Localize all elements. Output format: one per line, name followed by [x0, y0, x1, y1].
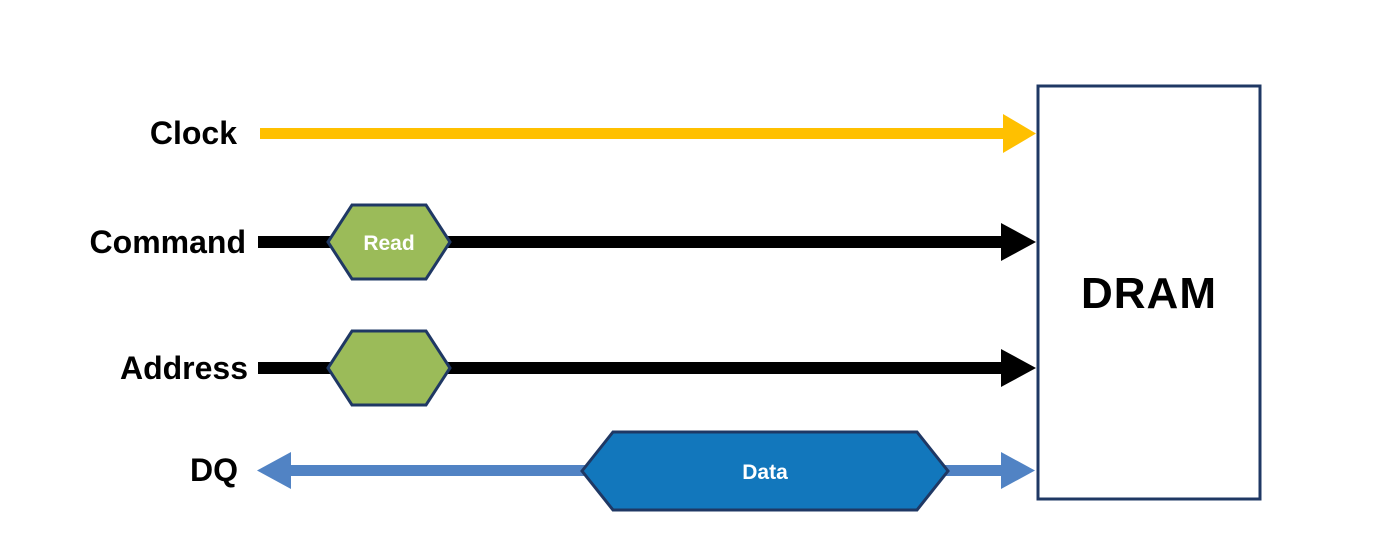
signal-row-command: Command Read	[90, 203, 1036, 281]
dq-arrow-head-left	[257, 452, 291, 489]
address-hexagon	[326, 329, 452, 407]
dq-arrow-head-right	[1001, 452, 1035, 489]
clock-arrow-shaft	[260, 128, 1006, 139]
read-hexagon	[326, 203, 452, 281]
signal-label-dq: DQ	[190, 452, 238, 488]
dram-box: DRAM	[1036, 84, 1262, 501]
signal-row-address: Address	[120, 329, 1036, 407]
signal-label-command: Command	[90, 224, 246, 260]
address-arrow-head	[1001, 349, 1036, 387]
read-hexagon-label: Read	[363, 232, 414, 255]
data-hexagon	[580, 430, 950, 512]
dram-box-outline	[1036, 84, 1262, 501]
signal-label-address: Address	[120, 350, 248, 386]
signal-row-dq: DQ Data	[190, 430, 1035, 512]
signal-label-clock: Clock	[150, 115, 237, 151]
dram-box-label: DRAM	[1081, 269, 1217, 318]
signal-row-clock: Clock	[150, 114, 1036, 153]
clock-arrow-head	[1003, 114, 1036, 153]
command-arrow-head	[1001, 223, 1036, 261]
data-hexagon-label: Data	[742, 461, 788, 484]
